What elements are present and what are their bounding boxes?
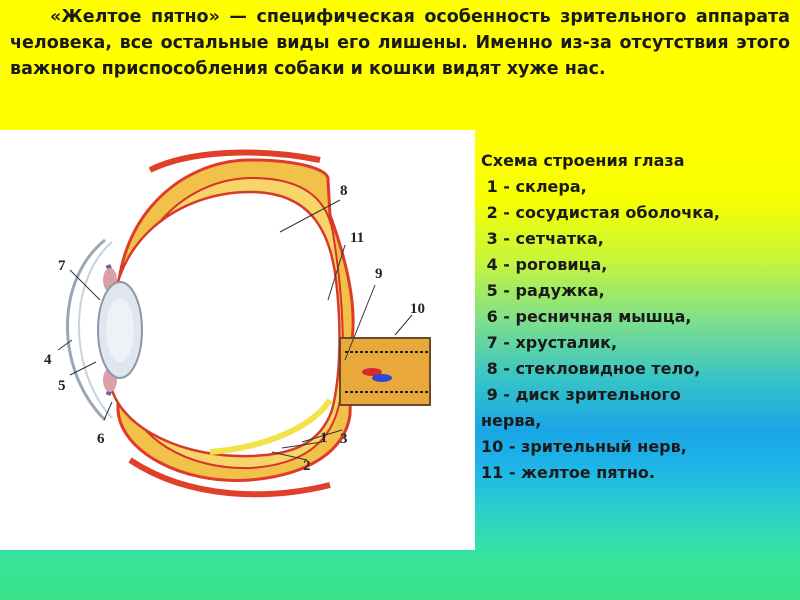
label-11: 11 [350,230,364,246]
legend-item: 8 - стекловидное тело, [481,356,791,382]
legend-item: 11 - желтое пятно. [481,460,791,486]
legend-item: 3 - сетчатка, [481,226,791,252]
legend-item: 9 - диск зрительного [481,382,791,408]
label-3: 3 [340,431,348,447]
eye-diagram: 1 2 3 4 5 6 7 8 9 10 11 [0,130,475,550]
label-7: 7 [58,258,66,274]
intro-text: «Желтое пятно» — специфическая особеннос… [10,4,790,82]
label-6: 6 [97,431,105,447]
label-5: 5 [58,378,66,394]
label-1: 1 [320,430,328,446]
label-10: 10 [410,301,425,317]
legend-title: Схема строения глаза [481,148,791,174]
eye-diagram-panel: 1 2 3 4 5 6 7 8 9 10 11 [0,130,475,550]
legend-item: 10 - зрительный нерв, [481,434,791,460]
legend-item: 2 - сосудистая оболочка, [481,200,791,226]
legend-item: 4 - роговица, [481,252,791,278]
legend-item: 1 - склера, [481,174,791,200]
legend-item: нерва, [481,408,791,434]
legend-item: 6 - ресничная мышца, [481,304,791,330]
label-8: 8 [340,183,348,199]
legend: Схема строения глаза 1 - склера, 2 - сос… [481,148,791,486]
optic-nerve [340,338,430,405]
label-2: 2 [303,458,311,474]
label-4: 4 [44,352,52,368]
legend-item: 7 - хрусталик, [481,330,791,356]
legend-item: 5 - радужка, [481,278,791,304]
label-9: 9 [375,266,383,282]
